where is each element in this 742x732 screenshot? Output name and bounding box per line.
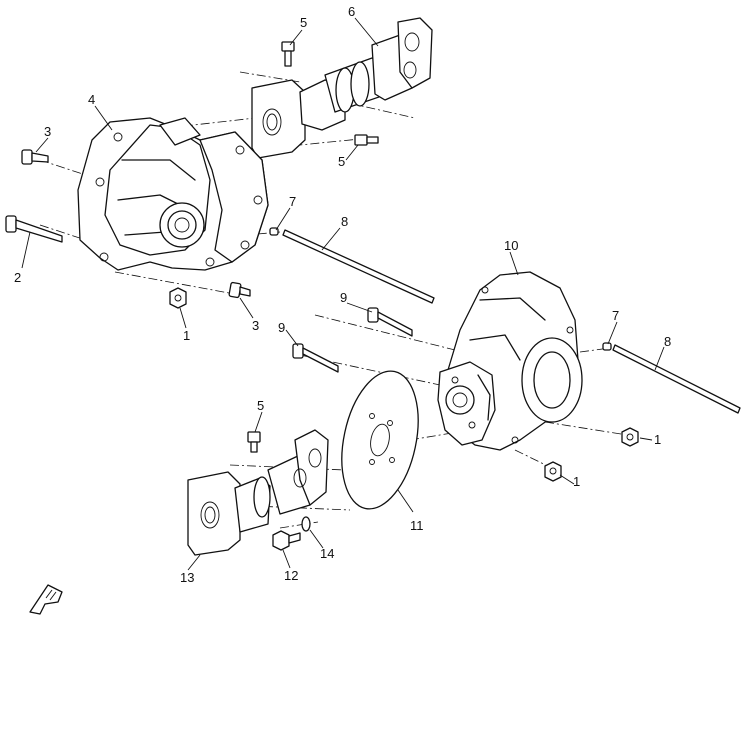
callout-9-lower: 9 (278, 320, 285, 335)
callout-7-rear: 7 (612, 308, 619, 323)
callout-6: 6 (348, 4, 355, 19)
callout-labels: 5 6 4 3 5 7 8 2 10 9 1 3 7 9 8 5 1 1 11 … (14, 4, 671, 585)
part-5-bolt-lower (247, 431, 261, 453)
part-9-bolt-lower (292, 343, 339, 373)
callout-13: 13 (180, 570, 194, 585)
part-7-spacer-rear (602, 342, 612, 351)
part-2-long-bolt (5, 215, 63, 243)
part-11-brake-disc (341, 370, 419, 510)
part-3-bolt-upper (21, 149, 49, 165)
callout-3-lower: 3 (252, 318, 259, 333)
part-5-bolt-top (281, 41, 295, 67)
callout-7-front: 7 (289, 194, 296, 209)
callout-1-front: 1 (183, 328, 190, 343)
callout-1-rear-right: 1 (654, 432, 661, 447)
part-1-nut-rear-right (621, 427, 639, 447)
callout-1-rear-lower: 1 (573, 474, 580, 489)
callout-12: 12 (284, 568, 298, 583)
callout-11: 11 (410, 518, 424, 533)
callout-3-upper: 3 (44, 124, 51, 139)
callout-14: 14 (320, 546, 334, 561)
part-3-bolt-lower (228, 281, 251, 299)
callout-8-rear: 8 (664, 334, 671, 349)
callout-5-middle: 5 (338, 154, 345, 169)
part-13-front-propshaft (187, 429, 329, 556)
part-1-nut-front (169, 287, 187, 309)
callout-4: 4 (88, 92, 95, 107)
callout-8-front: 8 (341, 214, 348, 229)
direction-arrow-icon (29, 584, 63, 615)
callout-10: 10 (504, 238, 518, 253)
part-1-nut-rear-lower (544, 461, 562, 482)
part-4-front-differential (77, 117, 269, 271)
part-8-rod-rear (612, 344, 741, 414)
callout-2: 2 (14, 270, 21, 285)
part-5-bolt-middle (354, 134, 379, 146)
part-14-washer (301, 516, 311, 532)
leader-lines (21, 17, 665, 571)
callout-9-upper: 9 (340, 290, 347, 305)
part-8-rod-front (282, 229, 435, 304)
callout-5-top: 5 (300, 15, 307, 30)
callout-5-lower: 5 (257, 398, 264, 413)
part-12-bolt (272, 530, 301, 551)
part-9-bolt-upper (367, 307, 413, 337)
part-10-rear-differential (437, 271, 583, 451)
part-6-rear-propshaft (251, 17, 433, 159)
